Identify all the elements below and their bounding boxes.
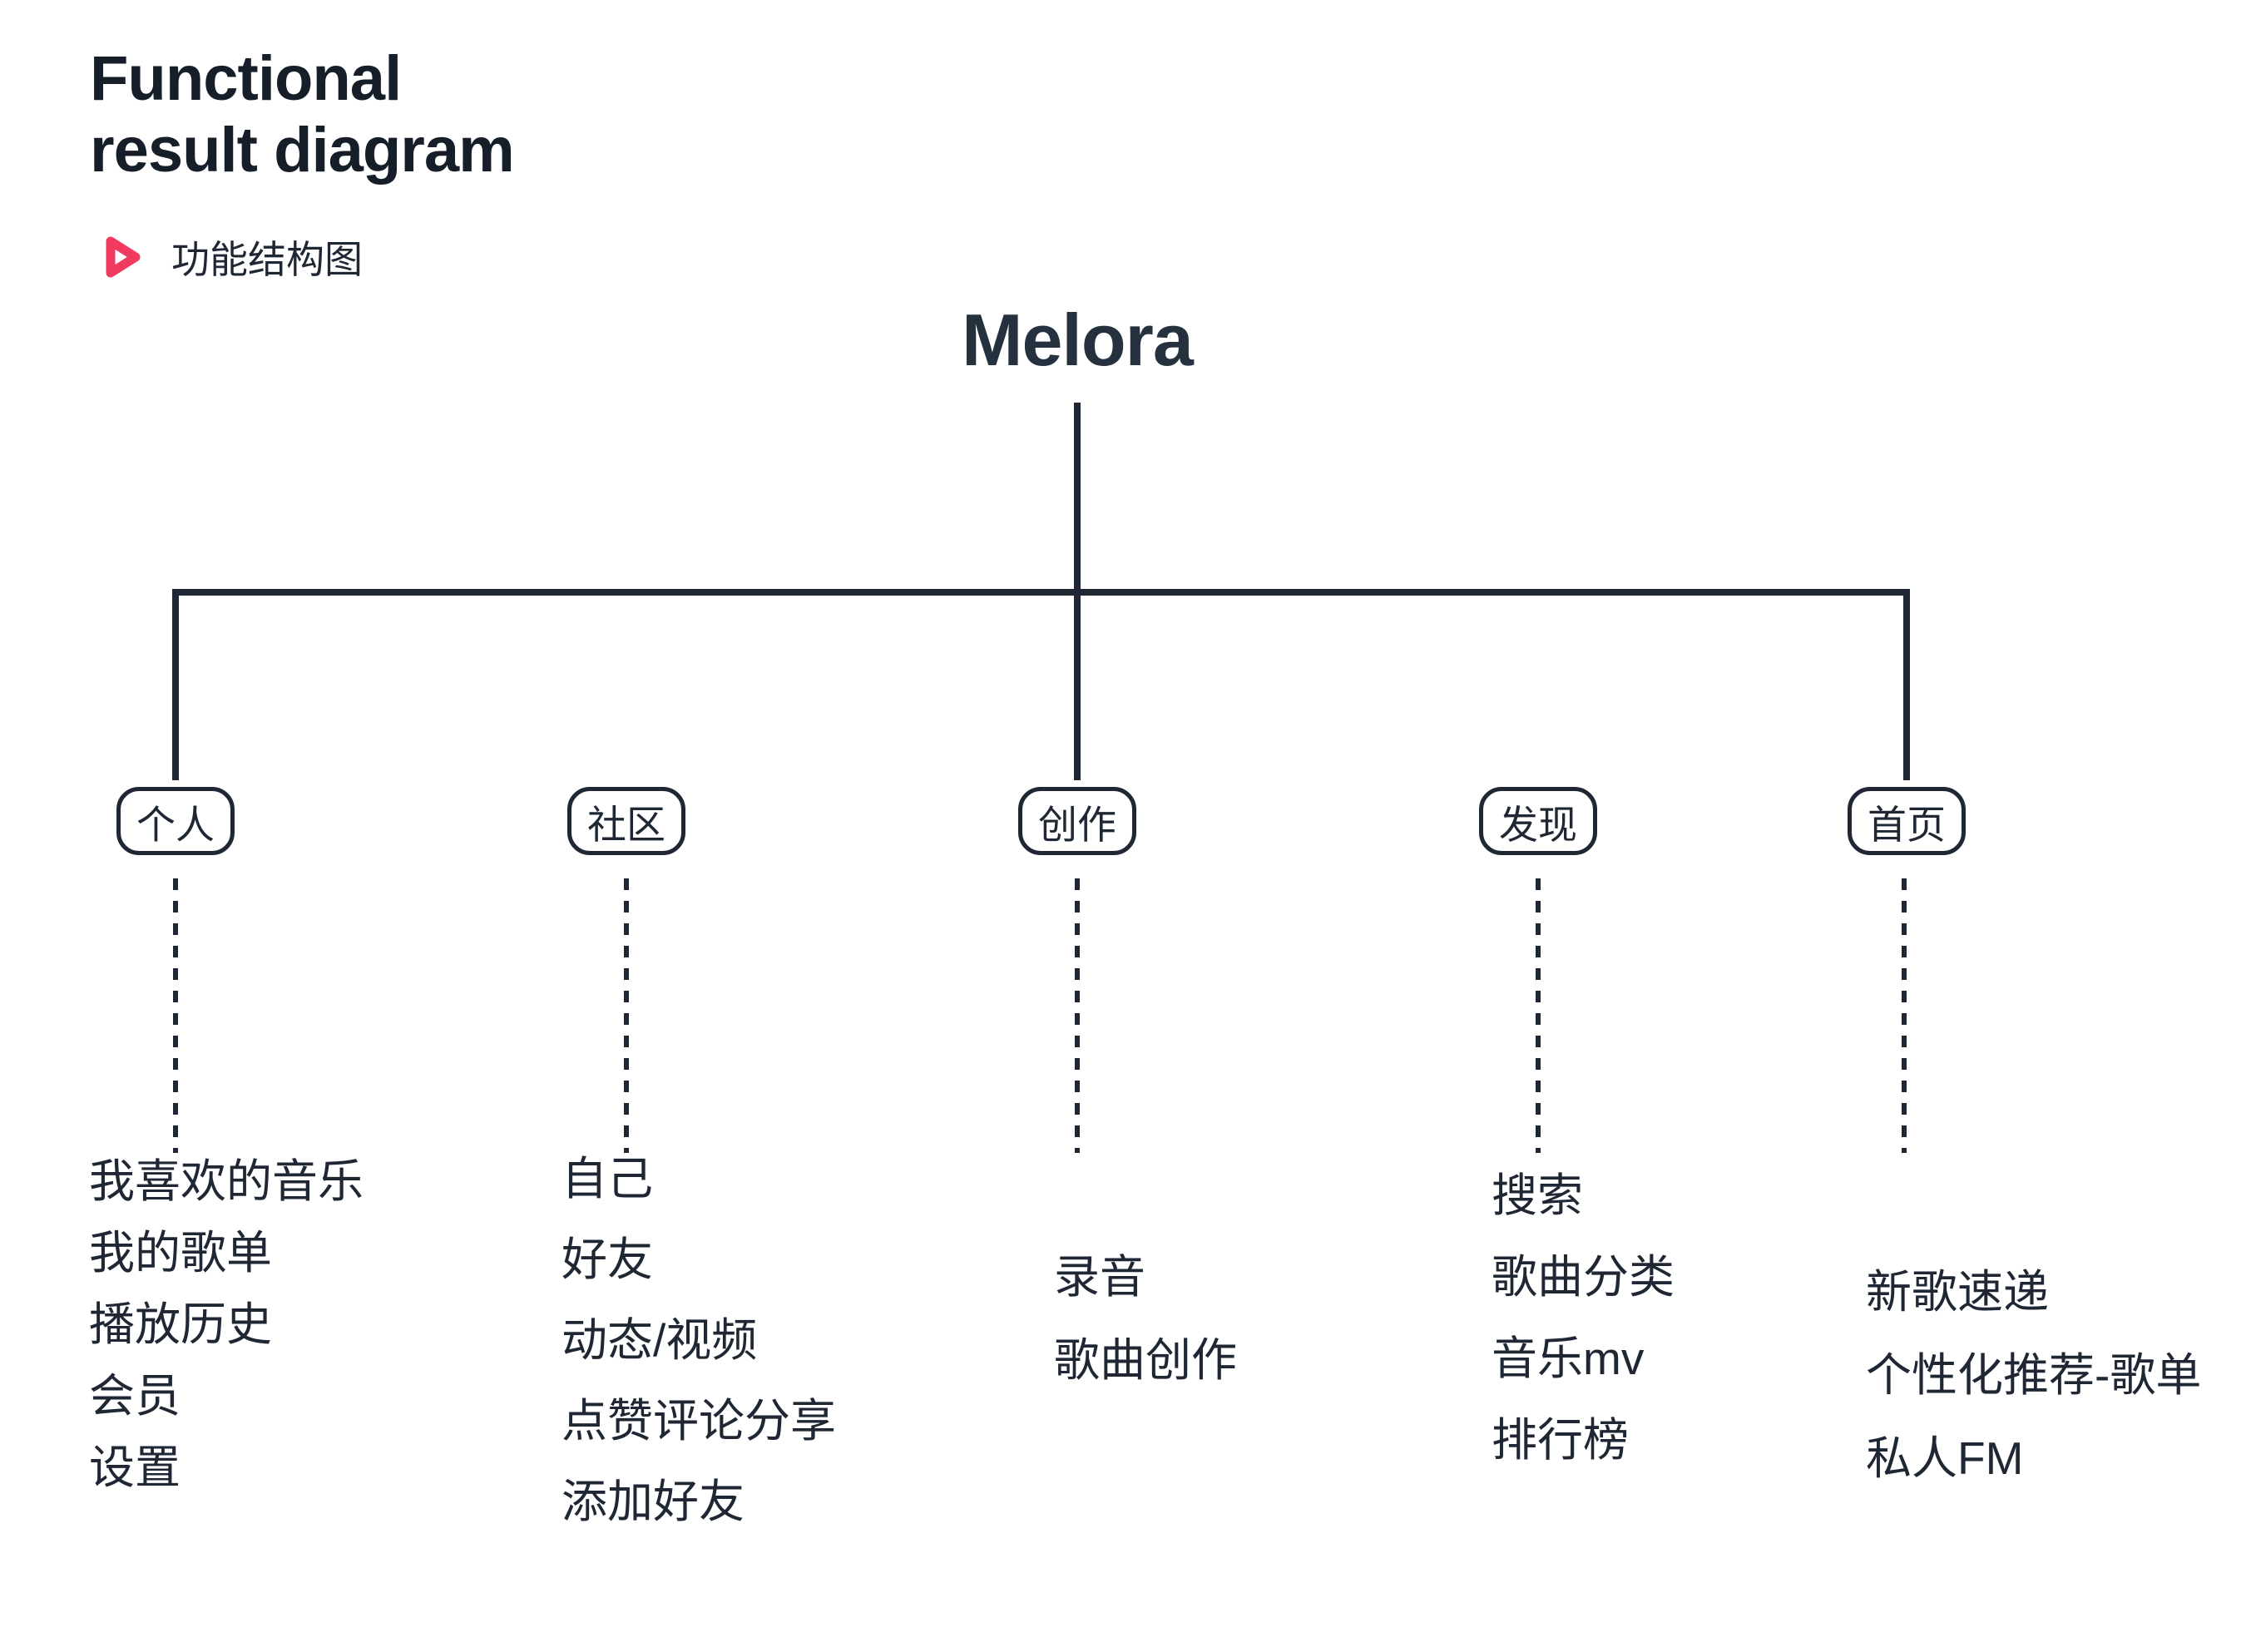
leaf-list-discover: 搜索 歌曲分类 音乐mv 排行榜: [1492, 1155, 1675, 1481]
branch-node-community: 社区: [567, 787, 685, 855]
root-node-label: Melora: [962, 299, 1194, 381]
leaf-item: 我喜欢的音乐: [89, 1155, 364, 1207]
branch-node-personal: 个人: [116, 787, 235, 855]
branch-node-label: 创作: [1038, 802, 1116, 847]
subtitle-row: 功能结构图: [100, 230, 363, 284]
dashed-line-home: [1902, 878, 1907, 1153]
subtitle-label: 功能结构图: [171, 238, 363, 281]
leaf-item: 添加好友: [562, 1476, 745, 1527]
leaf-item: 动态/视频: [562, 1314, 758, 1366]
dashed-line-personal: [173, 878, 178, 1153]
branch-node-label: 社区: [587, 802, 665, 847]
leaf-list-create: 录音 歌曲创作: [1054, 1235, 1237, 1402]
dashed-line-create: [1075, 878, 1080, 1153]
leaf-item: 设置: [89, 1442, 181, 1493]
leaf-list-home: 新歌速递 个性化推荐-歌单 私人FM: [1866, 1250, 2201, 1500]
branch-node-label: 首页: [1868, 802, 1946, 847]
leaf-item: 私人FM: [1866, 1432, 2024, 1484]
leaf-item: 会员: [89, 1370, 181, 1422]
leaf-item: 歌曲分类: [1492, 1251, 1675, 1303]
leaf-item: 搜索: [1492, 1170, 1584, 1221]
leaf-list-personal: 我喜欢的音乐 我的歌单 播放历史 会员 设置: [89, 1145, 364, 1503]
branch-node-create: 创作: [1018, 787, 1136, 855]
leaf-item: 自己: [562, 1153, 654, 1204]
leaf-item: 排行榜: [1492, 1414, 1630, 1466]
leaf-item: 我的歌单: [89, 1227, 273, 1279]
leaf-item: 音乐mv: [1492, 1333, 1645, 1384]
page-title: Functional result diagram: [90, 43, 515, 185]
leaf-item: 新歌速递: [1866, 1266, 2050, 1318]
connector-right-line: [1903, 589, 1910, 780]
branch-node-home: 首页: [1848, 787, 1966, 855]
leaf-item: 点赞评论分享: [562, 1395, 837, 1447]
dashed-line-discover: [1536, 878, 1541, 1153]
leaf-list-community: 自己 好友 动态/视频 点赞评论分享 添加好友: [562, 1139, 836, 1542]
branch-node-label: 个人: [136, 802, 215, 847]
leaf-item: 录音: [1054, 1251, 1146, 1303]
leaf-item: 个性化推荐-歌单: [1866, 1349, 2202, 1401]
branch-node-discover: 发现: [1479, 787, 1597, 855]
connector-left-line: [172, 589, 179, 780]
root-trunk-line: [1074, 403, 1081, 592]
play-icon: [106, 236, 141, 278]
dashed-line-community: [624, 878, 629, 1153]
leaf-item: 歌曲创作: [1054, 1334, 1238, 1386]
branch-horizontal-line: [172, 589, 1910, 596]
branch-node-label: 发现: [1499, 802, 1577, 847]
connector-center-line: [1074, 589, 1081, 780]
leaf-item: 好友: [562, 1234, 654, 1285]
leaf-item: 播放历史: [89, 1298, 273, 1350]
